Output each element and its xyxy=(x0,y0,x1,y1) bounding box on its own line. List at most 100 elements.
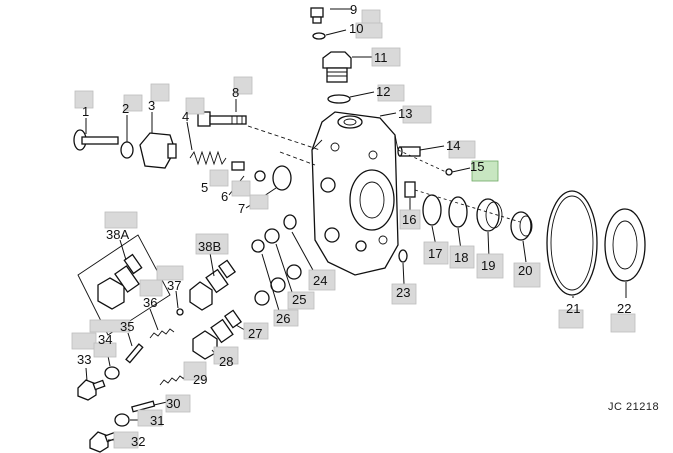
part-34-washer-drawing xyxy=(104,366,120,380)
callout-p33[interactable]: 33 xyxy=(71,332,97,367)
label-3: 3 xyxy=(148,98,155,113)
callout-p16[interactable]: 16 xyxy=(399,209,421,230)
callout-p13[interactable]: 13 xyxy=(398,105,432,124)
highlight-box xyxy=(123,94,143,112)
part-38A-bracket-outline xyxy=(77,234,171,336)
highlight-box xyxy=(476,253,504,279)
part-20-bearing-cone-drawing xyxy=(510,211,533,241)
highlight-box xyxy=(377,84,405,102)
callout-p27[interactable]: 27 xyxy=(243,322,269,341)
part-16-pin-drawing xyxy=(404,181,416,198)
callout-p38B[interactable]: 38B xyxy=(195,233,229,255)
callout-p26[interactable]: 26 xyxy=(273,309,299,327)
label-24: 24 xyxy=(313,273,327,288)
label-35: 35 xyxy=(120,319,134,334)
callout-p6[interactable]: 6 xyxy=(221,180,251,204)
callout-p30[interactable]: 30 xyxy=(165,394,191,413)
callout-p23[interactable]: 23 xyxy=(391,283,417,305)
callout-p25[interactable]: 25 xyxy=(287,291,315,310)
label-38A: 38A xyxy=(106,227,129,242)
label-32: 32 xyxy=(131,434,145,449)
callout-p34[interactable]: 34 xyxy=(93,332,117,358)
highlight-box xyxy=(93,342,117,358)
callout-p12[interactable]: 12 xyxy=(376,84,405,102)
label-28: 28 xyxy=(219,354,233,369)
highlight-box xyxy=(243,322,269,340)
part-8-screw-drawing xyxy=(197,111,247,127)
highlight-box xyxy=(150,83,170,102)
highlight-box xyxy=(156,265,184,281)
highlight-box xyxy=(231,180,251,197)
callout-p1[interactable]: 1 xyxy=(74,90,94,119)
callout-p10[interactable]: 10 xyxy=(349,21,383,39)
label-20: 20 xyxy=(518,263,532,278)
callout-p17[interactable]: 17 xyxy=(423,241,449,265)
callout-p4[interactable]: 4 xyxy=(182,97,205,124)
callout-p3[interactable]: 3 xyxy=(148,83,170,113)
callout-p28[interactable]: 28 xyxy=(213,346,239,369)
part-9-screw-drawing xyxy=(310,7,324,24)
label-1: 1 xyxy=(82,104,89,119)
label-15: 15 xyxy=(470,159,484,174)
label-10: 10 xyxy=(349,21,363,36)
part-2-washer-drawing xyxy=(120,141,134,159)
highlight-box xyxy=(513,262,541,288)
callout-p37[interactable]: 37 xyxy=(156,265,184,293)
highlight-box xyxy=(610,313,636,333)
label-26: 26 xyxy=(276,311,290,326)
label-33: 33 xyxy=(77,352,91,367)
label-19: 19 xyxy=(481,258,495,273)
callout-p38A[interactable]: 38A xyxy=(104,211,138,242)
part-19-bearing-cup-drawing xyxy=(476,198,503,232)
label-12: 12 xyxy=(376,84,390,99)
label-16: 16 xyxy=(402,212,416,227)
highlight-box xyxy=(308,269,336,291)
highlight-box xyxy=(402,105,432,124)
label-22: 22 xyxy=(617,301,631,316)
callout-p19[interactable]: 19 xyxy=(476,253,504,279)
part-23-oring-drawing xyxy=(398,249,408,263)
part-37-ring-drawing xyxy=(176,308,184,316)
highlight-box xyxy=(448,140,476,159)
callout-p9[interactable]: 9 xyxy=(350,2,381,25)
callout-p36[interactable]: 36 xyxy=(139,279,163,310)
highlight-box xyxy=(371,47,401,67)
callout-p31[interactable]: 31 xyxy=(137,409,164,428)
label-5: 5 xyxy=(201,180,208,195)
highlight-box xyxy=(233,76,253,95)
label-27: 27 xyxy=(248,326,262,341)
highlight-box xyxy=(104,211,138,229)
label-31: 31 xyxy=(150,413,164,428)
callout-p7[interactable]: 7 xyxy=(238,194,269,216)
highlight-box xyxy=(183,361,207,381)
figure-reference: JC 21218 xyxy=(608,401,659,413)
highlight-box xyxy=(71,332,97,350)
highlight-box xyxy=(165,394,191,413)
part-12-oring-drawing xyxy=(327,94,351,104)
callout-p2[interactable]: 2 xyxy=(122,94,143,116)
highlight-box xyxy=(195,233,229,255)
callout-p18[interactable]: 18 xyxy=(449,245,475,269)
callout-p32[interactable]: 32 xyxy=(113,431,145,449)
callout-p21[interactable]: 21 xyxy=(558,301,584,329)
callout-p22[interactable]: 22 xyxy=(610,301,636,333)
callout-p24[interactable]: 24 xyxy=(308,269,336,291)
leader-lines xyxy=(85,8,627,441)
callout-p29[interactable]: 29 xyxy=(183,361,207,387)
callout-p20[interactable]: 20 xyxy=(513,262,541,288)
callout-p15[interactable]: 15 xyxy=(470,159,499,182)
part-38B-valve-drawing xyxy=(189,259,237,311)
highlight-box xyxy=(209,169,229,187)
label-37: 37 xyxy=(167,278,181,293)
callout-p5[interactable]: 5 xyxy=(201,169,229,195)
callout-p14[interactable]: 14 xyxy=(446,138,476,159)
part-6-ring-drawing xyxy=(254,170,266,182)
highlight-box xyxy=(287,291,315,310)
highlight-box xyxy=(137,409,163,427)
callout-p11[interactable]: 11 xyxy=(371,47,401,67)
label-4: 4 xyxy=(182,109,189,124)
callout-p8[interactable]: 8 xyxy=(232,76,253,100)
label-38B: 38B xyxy=(198,239,221,254)
part-31-washer-drawing xyxy=(114,413,130,427)
callout-p35[interactable]: 35 xyxy=(89,319,134,334)
